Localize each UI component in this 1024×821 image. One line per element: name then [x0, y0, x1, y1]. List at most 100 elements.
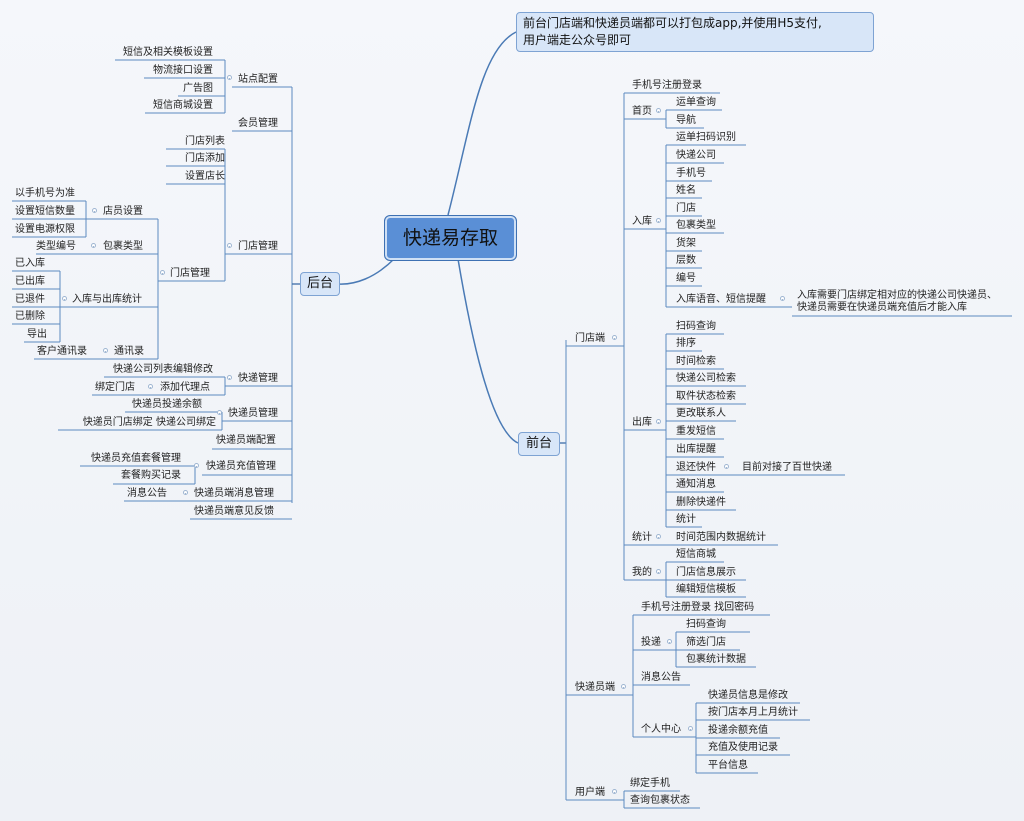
node-waybill-query[interactable]: 运单查询: [676, 97, 716, 108]
node-phone[interactable]: 手机号: [676, 168, 706, 179]
node-store-mgmt[interactable]: 门店管理: [238, 241, 278, 252]
node-notice[interactable]: 消息公告: [127, 488, 167, 499]
node-courier-feedback[interactable]: 快递员端意见反馈: [194, 506, 274, 517]
node-courier-binding[interactable]: 快递员门店绑定 快递公司绑定: [82, 417, 216, 428]
node-home[interactable]: 首页: [632, 106, 652, 117]
node-store-side[interactable]: 门店端: [575, 333, 605, 344]
node-courier-config[interactable]: 快递员端配置: [216, 435, 276, 446]
collapse-icon[interactable]: [160, 270, 165, 275]
collapse-icon[interactable]: [217, 410, 222, 415]
node-bind-phone[interactable]: 绑定手机: [630, 778, 670, 789]
collapse-icon[interactable]: [724, 464, 729, 469]
collapse-icon[interactable]: [148, 384, 153, 389]
node-navigation[interactable]: 导航: [676, 115, 696, 126]
backend-branch[interactable]: 后台: [300, 272, 340, 296]
node-change-contact[interactable]: 更改联系人: [676, 408, 726, 419]
note-callout[interactable]: 前台门店端和快递员端都可以打包成app,并使用H5支付, 用户端走公众号即可: [516, 12, 874, 52]
node-bind-store[interactable]: 绑定门店: [95, 382, 135, 393]
collapse-icon[interactable]: [103, 348, 108, 353]
node-courier-msg[interactable]: 快递员端消息管理: [194, 488, 274, 499]
node-store-register[interactable]: 手机号注册登录: [632, 80, 702, 91]
node-sms-count[interactable]: 设置短信数量: [15, 206, 75, 217]
node-parcel-type[interactable]: 包裹类型: [103, 241, 143, 252]
collapse-icon[interactable]: [656, 108, 661, 113]
node-store-add[interactable]: 门店添加: [185, 153, 225, 164]
node-store[interactable]: 门店: [676, 203, 696, 214]
node-parcel-stats[interactable]: 包裹统计数据: [686, 654, 746, 665]
root-topic[interactable]: 快递易存取: [384, 215, 517, 261]
node-type-code[interactable]: 类型编号: [36, 241, 76, 252]
node-sms-template[interactable]: 短信及相关模板设置: [123, 47, 213, 58]
collapse-icon[interactable]: [667, 639, 672, 644]
node-courier-company[interactable]: 快递公司: [676, 150, 716, 161]
node-range-stats[interactable]: 时间范围内数据统计: [676, 532, 766, 543]
node-member[interactable]: 会员管理: [238, 118, 278, 129]
node-filter-store[interactable]: 筛选门店: [686, 637, 726, 648]
node-courier-info-edit[interactable]: 快递员信息是修改: [708, 690, 788, 701]
node-deliver[interactable]: 投递: [641, 637, 661, 648]
node-query-parcel[interactable]: 查询包裹状态: [630, 795, 690, 806]
node-scan-query[interactable]: 扫码查询: [676, 321, 716, 332]
node-pickup-status[interactable]: 取件状态检索: [676, 391, 736, 402]
collapse-icon[interactable]: [612, 789, 617, 794]
node-resend-sms[interactable]: 重发短信: [676, 426, 716, 437]
node-inout-stats[interactable]: 入库与出库统计: [72, 294, 142, 305]
node-scan-waybill[interactable]: 运单扫码识别: [676, 132, 736, 143]
node-outbound-reminder[interactable]: 出库提醒: [676, 444, 716, 455]
node-layer[interactable]: 层数: [676, 255, 696, 266]
node-sort[interactable]: 排序: [676, 338, 696, 349]
node-sms-mall-fe[interactable]: 短信商城: [676, 549, 716, 560]
node-shelf[interactable]: 货架: [676, 238, 696, 249]
node-personal-center[interactable]: 个人中心: [641, 724, 681, 735]
node-banner[interactable]: 广告图: [183, 83, 213, 94]
node-courier-mgmt[interactable]: 快递管理: [238, 373, 278, 384]
node-stocked-out[interactable]: 已出库: [15, 276, 45, 287]
node-notify-msg[interactable]: 通知消息: [676, 479, 716, 490]
node-stocked-in[interactable]: 已入库: [15, 258, 45, 269]
collapse-icon[interactable]: [612, 335, 617, 340]
node-outbound[interactable]: 出库: [632, 417, 652, 428]
collapse-icon[interactable]: [183, 490, 188, 495]
collapse-icon[interactable]: [656, 569, 661, 574]
node-add-agent[interactable]: 添加代理点: [160, 382, 210, 393]
node-courier-company-list[interactable]: 快递公司列表编辑修改: [113, 364, 213, 375]
node-parcel-type-fe[interactable]: 包裹类型: [676, 220, 716, 231]
node-store-list[interactable]: 门店列表: [185, 136, 225, 147]
node-delete-parcel[interactable]: 删除快递件: [676, 497, 726, 508]
collapse-icon[interactable]: [227, 375, 232, 380]
node-number[interactable]: 编号: [676, 273, 696, 284]
node-inbound-reminder[interactable]: 入库语音、短信提醒: [676, 294, 766, 305]
node-inbound[interactable]: 入库: [632, 216, 652, 227]
collapse-icon[interactable]: [780, 296, 785, 301]
node-store-manage-inner[interactable]: 门店管理: [170, 268, 210, 279]
collapse-icon[interactable]: [62, 296, 67, 301]
node-recharge-plan[interactable]: 快递员充值套餐管理: [91, 453, 181, 464]
node-customer-contacts[interactable]: 客户通讯录: [37, 346, 87, 357]
node-edit-sms-template[interactable]: 编辑短信模板: [676, 584, 736, 595]
collapse-icon[interactable]: [227, 75, 232, 80]
node-courier-side[interactable]: 快递员端: [575, 682, 615, 693]
node-deleted[interactable]: 已删除: [15, 311, 45, 322]
collapse-icon[interactable]: [227, 243, 232, 248]
collapse-icon[interactable]: [656, 534, 661, 539]
node-store-info[interactable]: 门店信息展示: [676, 567, 736, 578]
node-courier-register[interactable]: 手机号注册登录 找回密码: [641, 602, 755, 613]
node-time-search[interactable]: 时间检索: [676, 356, 716, 367]
node-balance-recharge[interactable]: 投递余额充值: [708, 725, 768, 736]
collapse-icon[interactable]: [656, 218, 661, 223]
collapse-icon[interactable]: [194, 463, 199, 468]
node-return-parcel[interactable]: 退还快件: [676, 462, 716, 473]
node-sms-mall[interactable]: 短信商城设置: [153, 100, 213, 111]
node-recharge-records[interactable]: 充值及使用记录: [708, 742, 778, 753]
node-monthly-stats[interactable]: 按门店本月上月统计: [708, 707, 798, 718]
collapse-icon[interactable]: [656, 419, 661, 424]
frontend-branch[interactable]: 前台: [518, 432, 560, 456]
node-courier-staff[interactable]: 快递员管理: [228, 408, 278, 419]
node-logistics-api[interactable]: 物流接口设置: [153, 65, 213, 76]
node-site-config[interactable]: 站点配置: [238, 74, 278, 85]
node-courier-balance[interactable]: 快递员投递余额: [132, 399, 202, 410]
collapse-icon[interactable]: [688, 726, 693, 731]
node-plan-purchase[interactable]: 套餐购买记录: [121, 470, 181, 481]
node-platform-info[interactable]: 平台信息: [708, 760, 748, 771]
node-name[interactable]: 姓名: [676, 185, 696, 196]
